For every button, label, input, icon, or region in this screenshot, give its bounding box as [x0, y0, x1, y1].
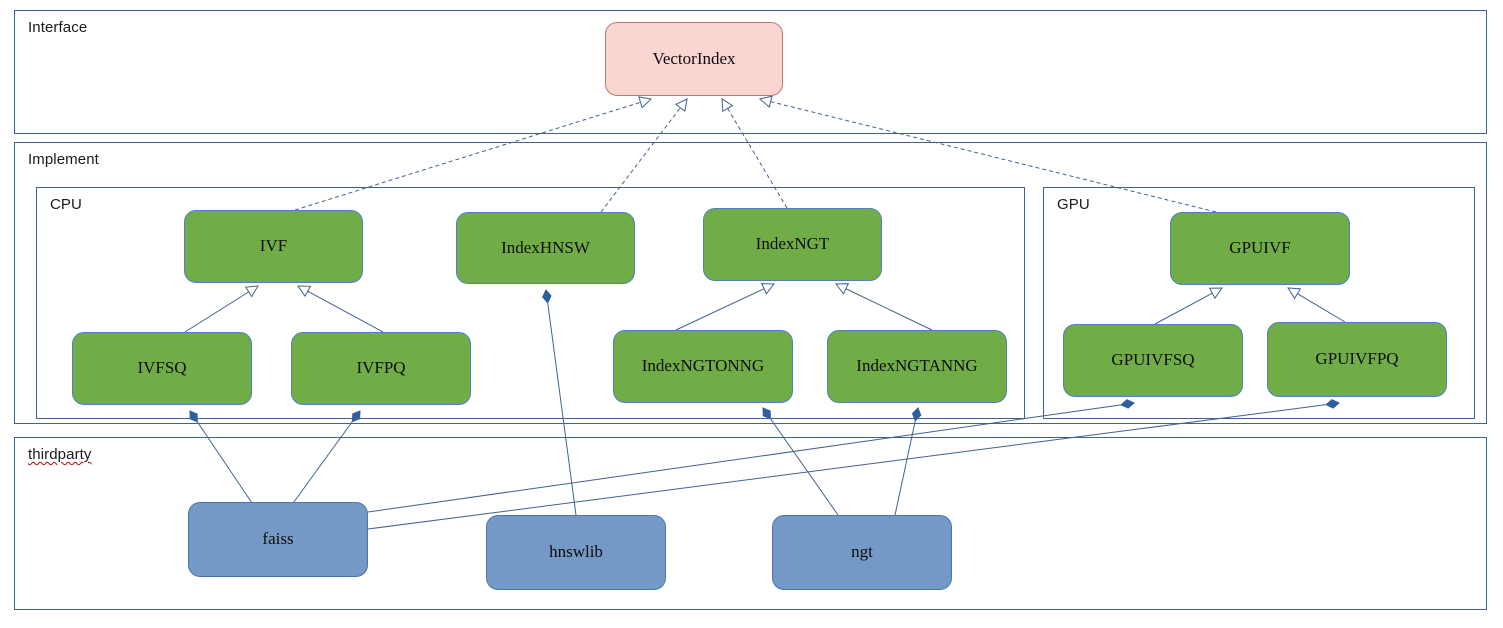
node-label-gpuivf: GPUIVF: [1229, 238, 1291, 258]
node-label-indexngtonng: IndexNGTONNG: [641, 356, 765, 376]
group-label-cpu: CPU: [50, 196, 82, 213]
node-ivfsq[interactable]: IVFSQ: [72, 332, 252, 405]
node-indexngt[interactable]: IndexNGT: [703, 208, 882, 281]
node-gpuivfsq[interactable]: GPUIVFSQ: [1063, 324, 1243, 397]
node-indexngtanng[interactable]: IndexNGTANNG: [827, 330, 1007, 403]
node-hnswlib[interactable]: hnswlib: [486, 515, 666, 590]
node-label-ivf: IVF: [259, 236, 288, 256]
node-label-ivfsq: IVFSQ: [137, 358, 187, 378]
node-label-indexngt: IndexNGT: [755, 234, 830, 254]
node-ivf[interactable]: IVF: [184, 210, 363, 283]
node-label-gpuivfsq: GPUIVFSQ: [1111, 350, 1195, 370]
node-indexngtonng[interactable]: IndexNGTONNG: [613, 330, 793, 403]
group-label-interface: Interface: [28, 19, 88, 36]
node-label-indexngtanng: IndexNGTANNG: [856, 356, 978, 376]
node-ivfpq[interactable]: IVFPQ: [291, 332, 471, 405]
group-label-thirdparty: thirdparty: [28, 446, 92, 463]
node-label-hnswlib: hnswlib: [549, 542, 603, 562]
node-gpuivfpq[interactable]: GPUIVFPQ: [1267, 322, 1447, 397]
group-interface: [14, 10, 1487, 134]
node-label-ngt: ngt: [851, 542, 873, 562]
group-thirdparty: [14, 437, 1487, 610]
group-gpu: [1043, 187, 1475, 419]
node-label-vectorindex: VectorIndex: [652, 48, 736, 68]
node-faiss[interactable]: faiss: [188, 502, 368, 577]
node-indexhnsw[interactable]: IndexHNSW: [456, 212, 635, 284]
group-cpu: [36, 187, 1025, 419]
group-label-gpu: GPU: [1057, 196, 1090, 213]
node-ngt[interactable]: ngt: [772, 515, 952, 590]
group-label-implement: Implement: [28, 151, 99, 168]
node-label-indexhnsw: IndexHNSW: [501, 237, 590, 257]
node-label-gpuivfpq: GPUIVFPQ: [1315, 349, 1399, 369]
group-implement: [14, 142, 1487, 424]
node-label-ivfpq: IVFPQ: [356, 358, 406, 378]
node-vectorindex[interactable]: VectorIndex: [605, 22, 783, 96]
node-label-faiss: faiss: [262, 529, 294, 549]
node-gpuivf[interactable]: GPUIVF: [1170, 212, 1350, 285]
